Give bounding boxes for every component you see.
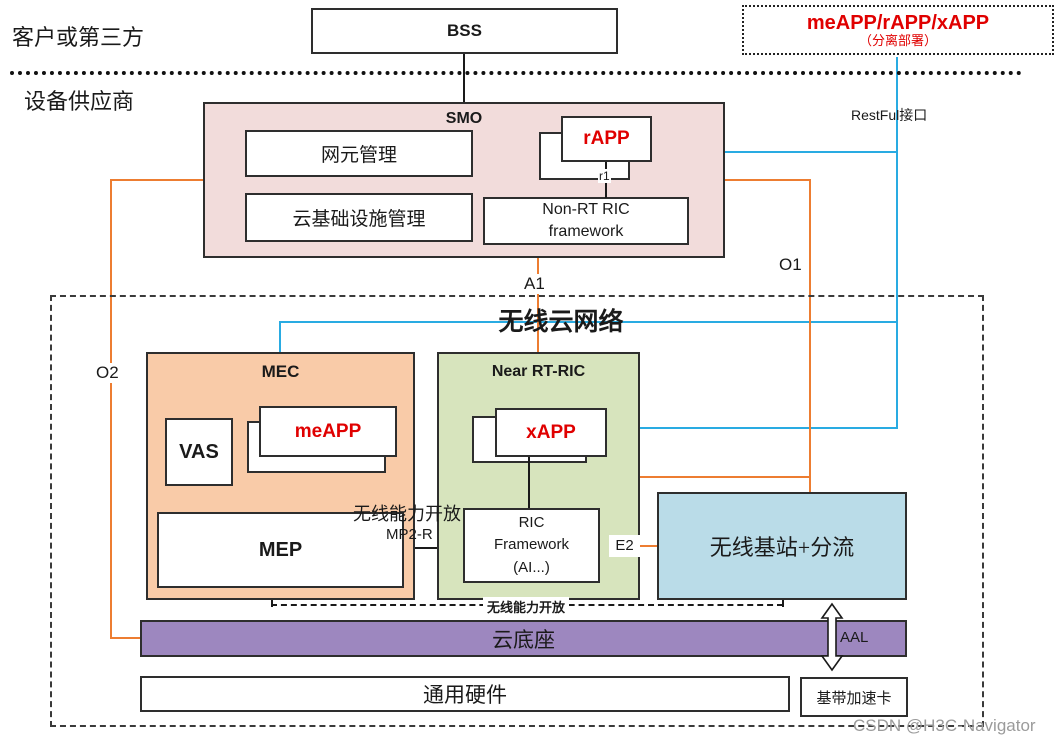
restful-interface-label: RestFul接口 [851,107,928,123]
capability-open-tick-left [271,600,273,607]
bss-label: BSS [447,21,482,40]
watermark: CSDN @H3C-Navigator [853,716,1036,735]
o2-line-vertical [110,179,112,639]
bss-smo-line [463,54,465,102]
baseband-accel-label: 基带加速卡 [816,689,892,707]
aal-arrow-icon [820,602,844,672]
cloud-base-bar: 云底座 [140,620,907,657]
bss-box: BSS [311,8,618,54]
ric-framework-line1: RIC [518,513,545,531]
meapp-box: meAPP [259,406,397,457]
separated-app-box: meAPP/rAPP/xAPP （分离部署） [742,5,1054,55]
generic-hw-label: 通用硬件 [423,683,507,707]
wireless-cloud-network-box [50,295,984,727]
separated-app-subtitle: （分离部署） [858,32,937,48]
vas-box: VAS [165,418,233,486]
nonrt-ric-line2: framework [548,223,624,240]
xapp-ric-line [528,457,530,509]
customer-vendor-divider [10,71,1022,75]
a1-interface-label: A1 [521,274,548,294]
near-rt-ric-title: Near RT-RIC [491,363,586,380]
smo-title: SMO [445,110,483,127]
wireless-cloud-network-title: 无线云网络 [498,309,624,336]
rapp-box: rAPP [561,116,652,162]
a1-line [537,258,539,353]
restful-to-nearric-line [640,427,897,429]
separated-app-title: meAPP/rAPP/xAPP [806,11,990,34]
ran-box: 无线基站+分流 [657,492,907,600]
capability-open-lower-label: 无线能力开放 [483,597,570,616]
restful-to-mec-line [279,321,897,323]
xapp-box: xAPP [495,408,607,457]
ric-framework-box: RIC Framework (AI...) [463,508,600,583]
cloud-infra-box: 云基础设施管理 [245,193,473,242]
o2-interface-label: O2 [94,363,121,383]
mec-title: MEC [261,362,300,381]
cloud-base-label: 云底座 [492,627,555,652]
mp2r-line [404,547,464,549]
o2-line-bottom [110,637,141,639]
capability-open-upper-label: 无线能力开放 [353,504,461,524]
nem-label: 网元管理 [320,145,397,166]
ric-framework-line2: Framework [493,536,569,554]
restful-to-smo-line [725,151,897,153]
vendor-zone-label: 设备供应商 [24,89,135,114]
aal-label: AAL [840,629,869,646]
o1-interface-label: O1 [779,255,802,274]
capability-open-tick-right [782,600,784,607]
baseband-accel-box: 基带加速卡 [800,677,908,717]
r1-interface-label: r1 [598,169,611,183]
o1-line-vertical [809,179,811,493]
customer-zone-label: 客户或第三方 [12,25,145,50]
nearric-to-o1-line [640,476,810,478]
mep-box: MEP [157,512,404,588]
vas-label: VAS [179,440,219,463]
restful-mec-drop-line [279,321,281,353]
ran-label: 无线基站+分流 [709,535,855,560]
nonrt-ric-box: Non-RT RIC framework [483,197,689,245]
mp2r-interface-label: MP2-R [386,526,433,543]
e2-interface-label: E2 [609,535,640,557]
nonrt-ric-line1: Non-RT RIC [542,201,630,219]
meapp-label: meAPP [294,420,362,442]
o2-line-top [110,179,204,181]
rapp-label: rAPP [583,128,630,149]
ric-framework-line3: (AI...) [513,558,550,576]
xapp-label: xAPP [526,421,576,443]
generic-hw-box: 通用硬件 [140,676,790,712]
o1-line-top [725,179,811,181]
cloud-infra-label: 云基础设施管理 [292,209,426,230]
restful-vertical-line [896,57,898,429]
mep-label: MEP [258,538,303,561]
nem-box: 网元管理 [245,130,473,177]
